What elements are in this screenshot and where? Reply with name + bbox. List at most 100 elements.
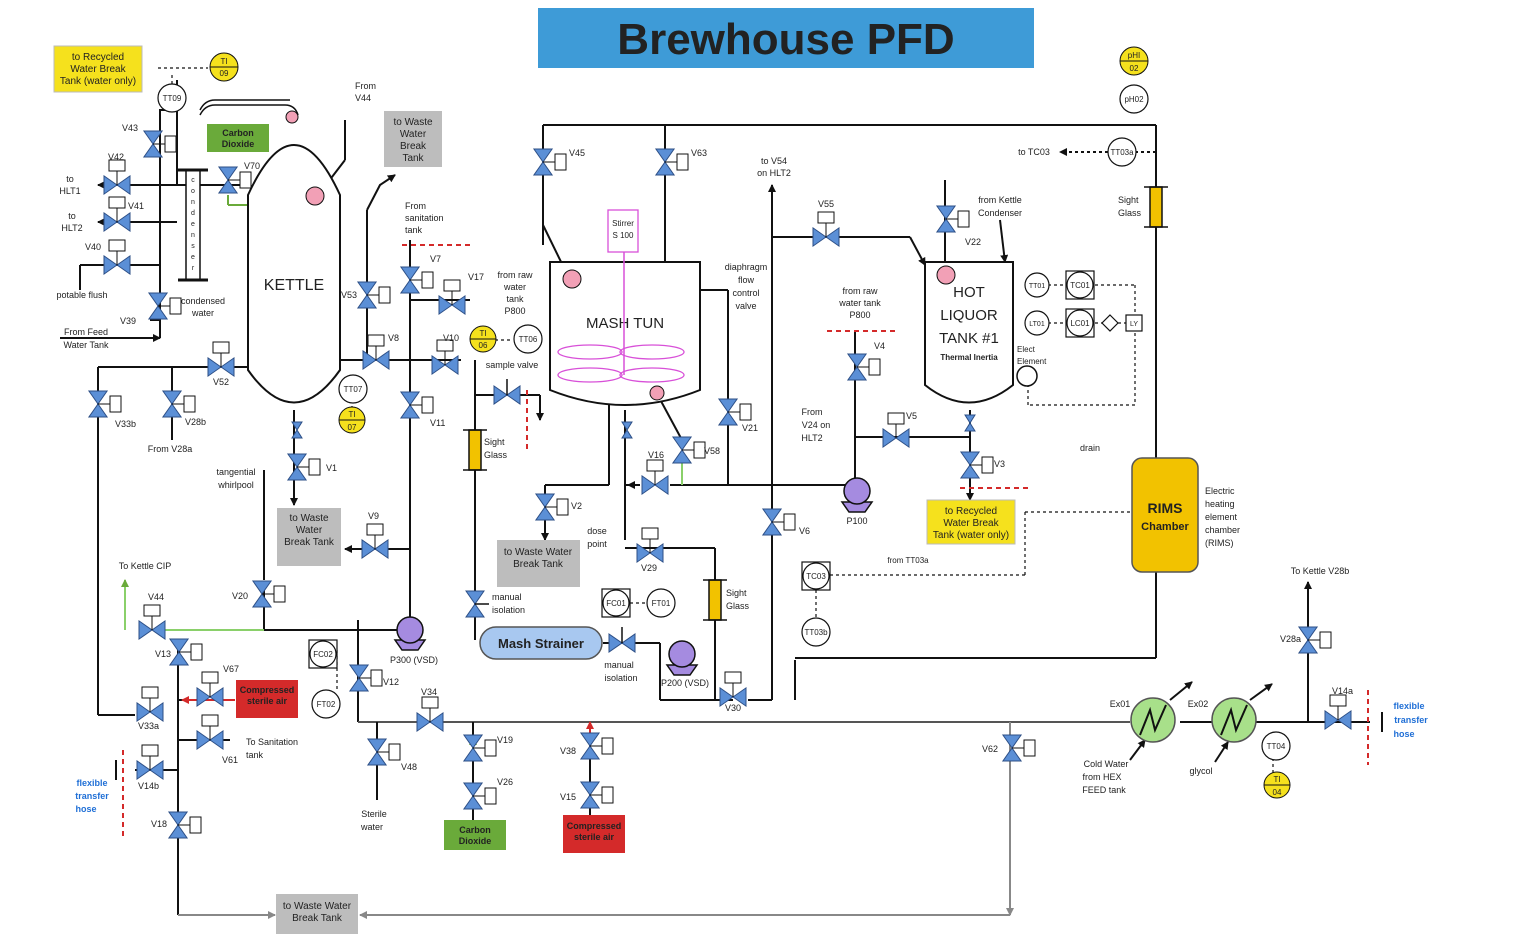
valve-v40[interactable]: V40 — [85, 239, 131, 276]
valve-v38[interactable]: V38 — [560, 732, 614, 760]
fc01-controller[interactable] — [601, 588, 631, 618]
valve-v33b[interactable]: V33b — [87, 390, 136, 429]
valve-v33a[interactable]: V33a — [136, 686, 164, 731]
hex-ex01-icon[interactable] — [1130, 697, 1176, 743]
ph02-transmitter[interactable] — [1119, 84, 1149, 114]
valve-v9[interactable]: V9 — [361, 511, 389, 560]
ti06-number: 06 — [479, 341, 488, 350]
valve-v1[interactable]: V1 — [286, 453, 337, 481]
tt09-transmitter[interactable] — [157, 83, 187, 113]
valve-v58[interactable]: V58 — [671, 436, 720, 464]
valve-actuator-icon — [601, 786, 614, 804]
valve-v55[interactable]: V55 — [812, 199, 840, 248]
tt03b-transmitter[interactable] — [801, 617, 831, 647]
lc01-controller[interactable] — [1065, 308, 1095, 338]
tc01-controller[interactable] — [1065, 270, 1095, 300]
tt06-transmitter[interactable] — [513, 324, 543, 354]
valve-v20[interactable]: V20 — [232, 580, 286, 608]
lt01-transmitter[interactable] — [1024, 310, 1050, 336]
ti04-indicator[interactable]: TI 04 — [1263, 771, 1291, 799]
valve-v30[interactable]: V30 — [719, 671, 747, 713]
co2-top-line2: Dioxide — [222, 139, 255, 149]
valve-v8[interactable]: V8 — [362, 333, 399, 371]
valve-v67[interactable]: V67 — [196, 664, 239, 708]
tt04-transmitter[interactable] — [1261, 731, 1291, 761]
valve-v5[interactable]: V5 — [882, 411, 917, 449]
valve-v45[interactable]: V45 — [532, 148, 585, 176]
condenser-letter-0: c — [191, 177, 195, 184]
valve-v7[interactable]: V7 — [399, 254, 441, 294]
valve-label: V58 — [704, 446, 720, 456]
sample-valve[interactable] — [493, 379, 521, 405]
ti06-indicator[interactable]: TI 06 — [469, 325, 497, 353]
valve-v17[interactable]: V17 — [438, 272, 484, 316]
hlt-sublabel: Thermal Inertia — [940, 353, 998, 362]
valve-v3[interactable]: V3 — [959, 451, 1005, 479]
valve-v13[interactable]: V13 — [155, 638, 203, 666]
phi02-indicator[interactable]: pHI 02 — [1119, 46, 1149, 76]
valve-v43[interactable]: V43 — [122, 123, 177, 158]
ti07-indicator[interactable]: TI 07 — [338, 406, 366, 434]
valve-v62[interactable]: V62 — [982, 734, 1036, 762]
valve-v53[interactable]: V53 — [341, 281, 391, 309]
label-electric-a: Electric — [1205, 486, 1235, 496]
valve-v21[interactable]: V21 — [717, 398, 758, 433]
valve-actuator-icon — [556, 498, 569, 516]
valve-v44[interactable]: V44 — [138, 592, 166, 641]
valve-v39[interactable]: V39 — [120, 292, 182, 326]
ly-relay[interactable] — [1125, 314, 1143, 332]
valve-v61[interactable]: V61 — [196, 714, 238, 765]
manual-valve-v1-top-icon[interactable] — [291, 421, 303, 439]
label-tangential-b: whirlpool — [217, 480, 254, 490]
manual-valve-hlt-out-icon[interactable] — [964, 414, 976, 432]
valve-v12[interactable]: V12 — [348, 664, 399, 692]
hex-ex02-icon[interactable] — [1211, 697, 1257, 743]
pump-p200-icon[interactable] — [665, 640, 699, 676]
valve-actuator-icon — [201, 714, 219, 727]
label-elect-a: Elect — [1017, 345, 1036, 354]
stirrer-box — [607, 209, 639, 253]
valve-v42[interactable]: V42 — [103, 152, 131, 196]
valve-v18[interactable]: V18 — [151, 811, 202, 839]
valve-v16[interactable]: V16 — [641, 450, 669, 496]
label-to-hlt2-a: to — [68, 211, 76, 221]
valve-v11[interactable]: V11 — [399, 391, 445, 428]
valve-v15[interactable]: V15 — [560, 781, 614, 809]
tt01-transmitter[interactable] — [1024, 272, 1050, 298]
label-cold-water-c: FEED tank — [1082, 785, 1126, 795]
label-raw-p800-b: water — [503, 282, 526, 292]
manual-valve-dose-icon[interactable] — [621, 421, 633, 439]
valve-v10[interactable]: V10 — [431, 333, 459, 376]
valve-v34[interactable]: V34 — [416, 687, 444, 733]
manual-isolation-valve-p200[interactable] — [608, 627, 636, 653]
valve-v22[interactable]: V22 — [935, 205, 981, 247]
valve-v4[interactable]: V4 — [846, 341, 885, 381]
valve-v52[interactable]: V52 — [207, 341, 235, 387]
tt03a-transmitter[interactable] — [1107, 137, 1137, 167]
label-glycol: glycol — [1189, 766, 1212, 776]
valve-v2[interactable]: V2 — [534, 493, 582, 521]
ti09-indicator[interactable]: TI 09 — [209, 52, 239, 82]
valve-v70[interactable]: V70 — [217, 161, 260, 194]
tt07-transmitter[interactable] — [338, 374, 368, 404]
label-flex-right-c: hose — [1393, 729, 1414, 739]
valve-v26[interactable]: V26 — [462, 777, 513, 810]
valve-v41[interactable]: V41 — [103, 196, 144, 233]
tc03-controller[interactable] — [801, 561, 831, 591]
label-sight-1b: Glass — [484, 450, 508, 460]
valve-v14b[interactable]: V14b — [136, 744, 164, 791]
manual-isolation-valve-strainer[interactable] — [465, 590, 489, 618]
valve-v29[interactable]: V29 — [636, 527, 664, 573]
valve-v63[interactable]: V63 — [654, 148, 707, 176]
valve-v6[interactable]: V6 — [761, 508, 810, 536]
pump-p300-icon[interactable] — [393, 616, 427, 651]
valve-v14a[interactable]: V14a — [1324, 686, 1353, 731]
valve-v28a[interactable]: V28a — [1280, 626, 1332, 654]
ft02-transmitter[interactable] — [311, 689, 341, 719]
pump-p100-icon[interactable] — [840, 477, 874, 513]
ft01-transmitter[interactable] — [646, 588, 676, 618]
valve-v48[interactable]: V48 — [366, 738, 417, 772]
fc02-controller[interactable] — [308, 639, 338, 669]
valve-v19[interactable]: V19 — [462, 734, 513, 762]
valve-v28b[interactable]: V28b — [161, 390, 206, 427]
